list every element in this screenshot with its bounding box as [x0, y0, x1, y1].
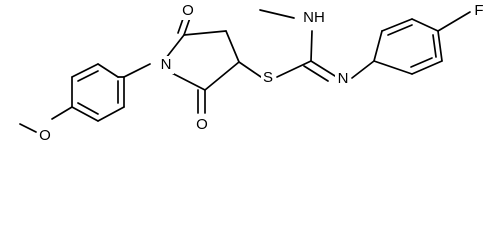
bond — [437, 11, 471, 32]
double-bond — [310, 60, 336, 77]
atom-background — [335, 70, 351, 88]
bond — [310, 30, 313, 62]
bond — [373, 60, 413, 75]
imine-nitrogen-atom: N — [338, 70, 349, 87]
bond — [381, 18, 413, 32]
nh-group: NH — [303, 9, 325, 26]
bond — [225, 30, 240, 63]
fluorine-atom: F — [474, 2, 483, 19]
double-bond — [303, 65, 329, 82]
bond — [183, 30, 227, 36]
double-bond — [77, 70, 99, 82]
bond — [123, 63, 151, 78]
bond — [276, 60, 312, 78]
atom-background — [472, 2, 486, 20]
bond — [411, 18, 439, 32]
bond — [97, 63, 119, 78]
double-bond — [77, 102, 99, 115]
atom-background — [37, 127, 53, 145]
bond — [19, 123, 37, 133]
bond — [71, 63, 99, 78]
bond — [51, 106, 73, 120]
molecule-canvas: F N S NH N O O O — [19, 1, 486, 145]
atom-background — [180, 2, 196, 20]
bond — [351, 60, 375, 79]
molecule-structure: F N S NH N O O O — [19, 1, 486, 145]
double-bond — [432, 34, 437, 58]
pyrrolidinedione-ring — [165, 12, 240, 114]
bond — [437, 30, 443, 62]
atom-background — [158, 56, 174, 74]
side-chain — [238, 9, 471, 82]
atom-background — [299, 8, 329, 28]
bottom-carbonyl-oxygen-atom: O — [196, 116, 208, 133]
atom-labels: F N S NH N O O O — [37, 2, 486, 145]
atom-background — [194, 116, 210, 134]
bond — [165, 34, 185, 59]
methoxy-oxygen-atom: O — [39, 127, 51, 144]
bond — [238, 61, 262, 78]
ring-nitrogen-atom: N — [161, 56, 172, 73]
bond — [204, 61, 240, 91]
atom-background — [261, 69, 276, 87]
double-bond — [387, 24, 413, 36]
bond — [259, 9, 295, 19]
methoxyphenyl-ring — [19, 63, 151, 133]
bond — [97, 106, 125, 122]
bond — [71, 106, 99, 122]
top-carbonyl-oxygen-atom: O — [182, 2, 194, 19]
sulfur-atom: S — [263, 69, 273, 86]
bond — [373, 30, 383, 62]
bond — [411, 60, 443, 75]
double-bond — [410, 57, 433, 68]
